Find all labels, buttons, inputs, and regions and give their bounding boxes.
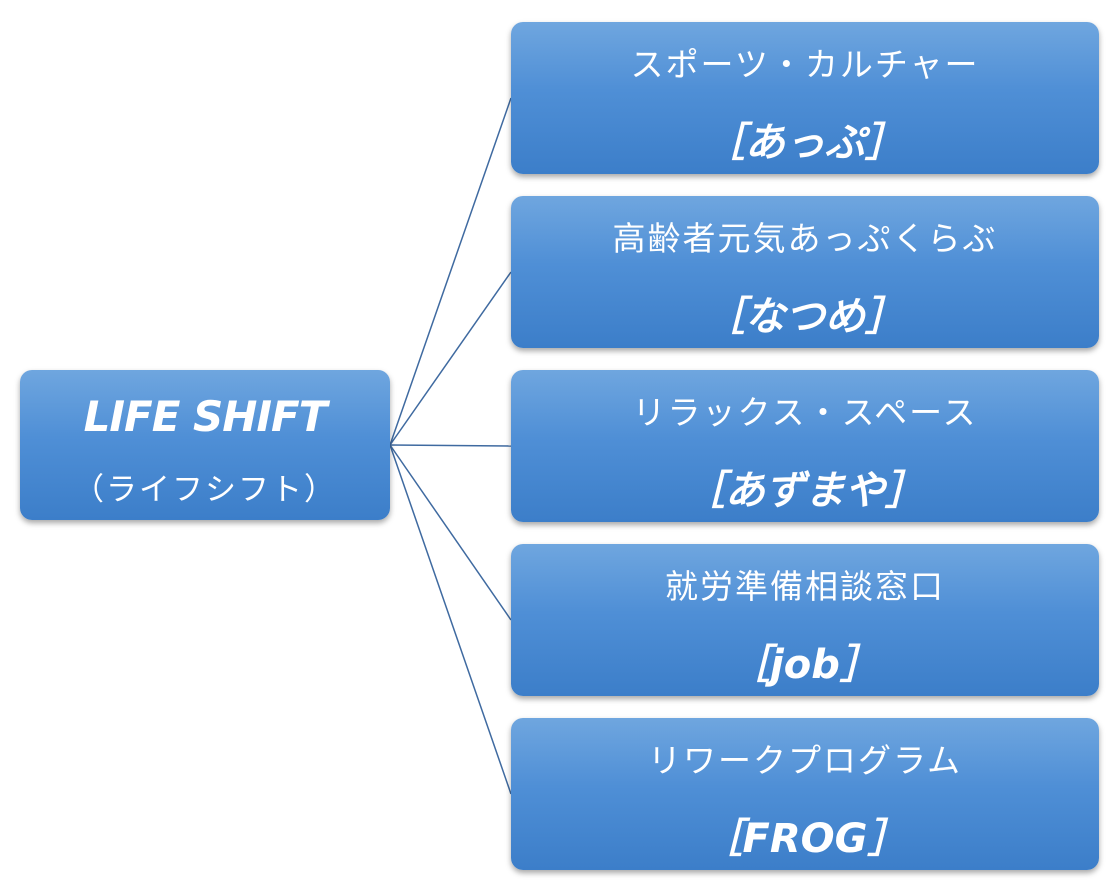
child-tag: ［job］: [730, 642, 880, 688]
child-label: スポーツ・カルチャー: [630, 45, 980, 84]
root-node-life-shift: LIFE SHIFT （ライフシフト）: [20, 370, 390, 520]
child-tag: ［FROG］: [702, 816, 908, 862]
connector-line-1: [389, 97, 512, 446]
child-tag: ［あっぷ］: [705, 120, 905, 166]
child-tag: ［あずまや］: [685, 468, 925, 514]
child-node-natsume: 高齢者元気あっぷくらぶ ［なつめ］: [511, 196, 1099, 348]
child-label: 就労準備相談窓口: [665, 567, 945, 606]
child-node-job-consultation: 就労準備相談窓口 ［job］: [511, 544, 1099, 696]
child-label: リラックス・スペース: [632, 393, 978, 432]
child-label: 高齢者元気あっぷくらぶ: [612, 219, 998, 258]
child-node-rework-program: リワークプログラム ［FROG］: [511, 718, 1099, 870]
connector-line-2: [389, 271, 512, 446]
child-tag: ［なつめ］: [705, 294, 905, 340]
root-subtitle: （ライフシフト）: [73, 472, 337, 508]
child-node-relax-space: リラックス・スペース ［あずまや］: [511, 370, 1099, 522]
root-title: LIFE SHIFT: [83, 392, 328, 441]
child-label: リワークプログラム: [647, 741, 962, 780]
connector-line-5: [389, 444, 512, 795]
child-node-sports-culture: スポーツ・カルチャー ［あっぷ］: [511, 22, 1099, 174]
connector-line-4: [389, 444, 512, 621]
connector-line-3: [389, 444, 512, 447]
